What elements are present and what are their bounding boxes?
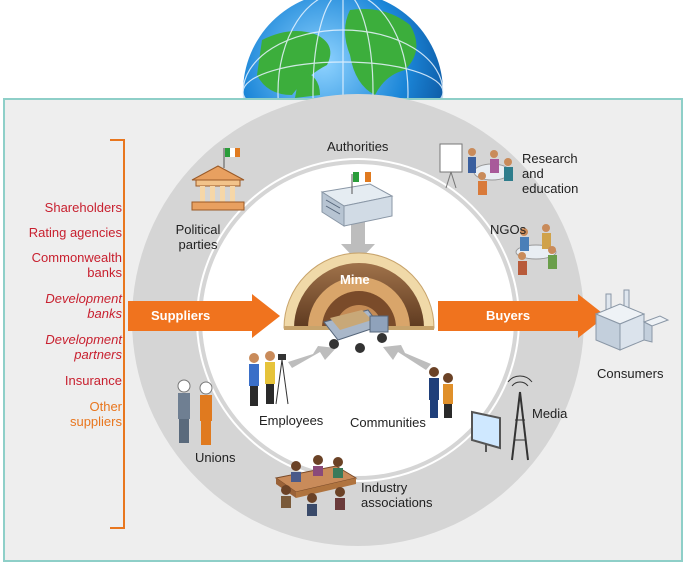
communities-arrow bbox=[383, 345, 431, 370]
mine-label: Mine bbox=[340, 272, 370, 287]
suppliers-arrow bbox=[128, 294, 280, 338]
research-label: Research and education bbox=[522, 151, 579, 196]
authorities-label: Authorities bbox=[327, 139, 389, 154]
ngos-label: NGOs bbox=[490, 222, 527, 237]
rating-agencies-label: Rating agencies bbox=[28, 225, 122, 240]
other-suppliers-label: Other suppliers bbox=[69, 399, 122, 429]
meeting-table-icon bbox=[274, 455, 358, 516]
unions-label: Unions bbox=[195, 450, 236, 465]
development-partners-label: Development partners bbox=[45, 332, 122, 362]
globe-icon bbox=[242, 0, 444, 98]
parliament-building-icon bbox=[191, 148, 245, 211]
communities-label: Communities bbox=[350, 415, 426, 430]
development-banks-label: Development banks bbox=[45, 291, 122, 321]
political-parties-label: Political parties bbox=[175, 222, 221, 252]
dump-truck-icon bbox=[323, 309, 389, 353]
employees-label: Employees bbox=[259, 413, 324, 428]
commonwealth-banks-label: Commonwealth banks bbox=[31, 250, 122, 280]
buyers-label: Buyers bbox=[486, 308, 531, 323]
tv-icon bbox=[471, 410, 501, 452]
research-group-icon bbox=[439, 143, 513, 195]
consumers-label: Consumers bbox=[597, 366, 664, 381]
industry-associations-label: Industry associations bbox=[361, 480, 433, 510]
employees-arrow bbox=[288, 346, 336, 368]
radio-tower-icon bbox=[507, 375, 533, 461]
ngos-group-icon bbox=[515, 224, 557, 275]
employees-icon bbox=[249, 351, 289, 406]
suppliers-label: Suppliers bbox=[151, 308, 211, 323]
buyers-arrow bbox=[438, 294, 606, 338]
union-workers-icon bbox=[177, 379, 213, 445]
community-people-icon bbox=[429, 367, 453, 418]
shareholders-label: Shareholders bbox=[44, 200, 122, 215]
finance-bracket bbox=[110, 139, 125, 529]
authority-building-icon bbox=[320, 172, 394, 227]
insurance-label: Insurance bbox=[64, 373, 122, 388]
factory-icon bbox=[594, 289, 670, 351]
media-label: Media bbox=[532, 406, 568, 421]
